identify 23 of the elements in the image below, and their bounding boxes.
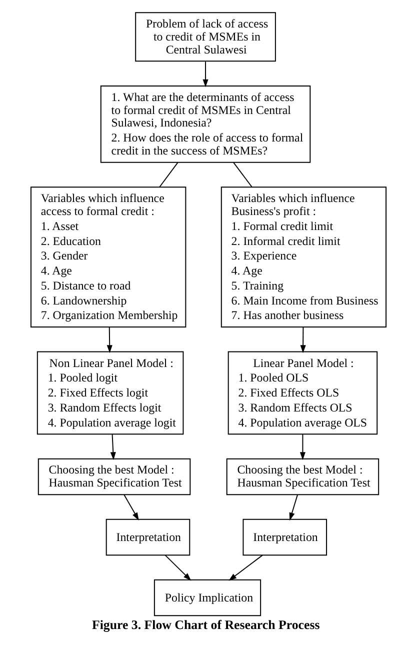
connector [233, 162, 252, 188]
arrow [106, 326, 112, 354]
node-box: Choosing the best Model : Hausman Specification Test [38, 458, 191, 496]
arrow [202, 61, 208, 88]
node-box: Variables which influence Business's profit : 1. Formal credit limit 2. Informal credit limit 3. Experience 4. Age 5. Training 6. Main Income from Business 7. Has another business [220, 186, 387, 328]
node-box: Policy Implication [154, 579, 262, 616]
node-box: Problem of lack of access to credit of MSMEs in Central Sulawesi [135, 12, 276, 62]
node-box: 1. What are the determinants of access to formal credit of MSMEs in Central Sulawesi, Indonesia? 2. How does the role of access to formal credit in the success of MSMEs? [100, 85, 311, 163]
arrow [110, 434, 116, 460]
node-box: Linear Panel Model : 1. Pooled OLS 2. Fixed Effects OLS 3. Random Effects OLS 4. Population average OLS [228, 351, 378, 435]
node-box: Non Linear Panel Model : 1. Pooled logit 2. Fixed Effects logit 3. Random Effects logit 4. Population average logit [36, 351, 184, 435]
node-box: Choosing the best Model : Hausman Specification Test [226, 458, 380, 496]
caption: Figure 3. Flow Chart of Research Process [92, 618, 320, 632]
connector [159, 162, 178, 188]
node-box: Variables which influence access to formal credit : 1. Asset 2. Education 3. Gender 4. Age 5. Distance to road 6. Landownership 7. Organization Membership [30, 186, 186, 328]
arrow [300, 434, 306, 460]
node-box: Interpretation [106, 518, 190, 556]
node-box: Interpretation [242, 518, 328, 556]
arrow [164, 554, 192, 581]
arrow [228, 554, 263, 581]
arrow [289, 494, 298, 521]
arrow [124, 494, 139, 520]
arrow [300, 326, 306, 354]
